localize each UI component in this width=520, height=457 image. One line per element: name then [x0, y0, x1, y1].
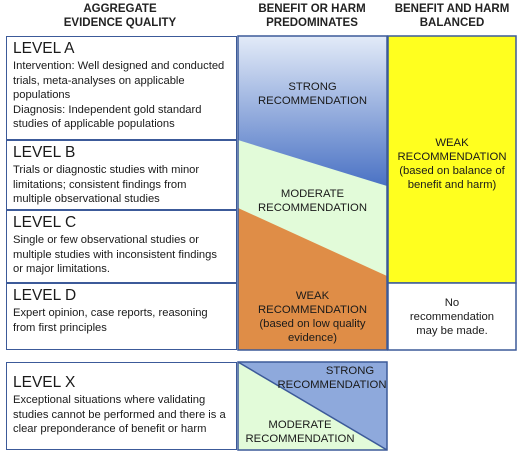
moderate-recommendation-label: MODERATE RECOMMENDATION	[240, 187, 385, 215]
strong-recommendation-label: STRONG RECOMMENDATION	[240, 80, 385, 108]
no-recommendation-region	[387, 282, 517, 351]
label-line: (based on low quality	[259, 318, 366, 330]
level-title: LEVEL B	[13, 144, 76, 161]
level-description-line: populations	[13, 89, 71, 101]
level-d-box: LEVEL D Expert opinion, case reports, re…	[6, 283, 237, 350]
level-title: LEVEL A	[13, 40, 75, 57]
level-a-box: LEVEL A Intervention: Well designed and …	[6, 36, 237, 140]
level-c-box: LEVEL C Single or few observational stud…	[6, 210, 237, 283]
level-description-line: Single or few observational studies or	[13, 234, 199, 246]
level-description-line: trials, meta-analyses on applicable	[13, 74, 185, 87]
header-benefit-harm-balanced: BENEFIT AND HARM BALANCED	[386, 2, 518, 30]
label-line: (based on balance of	[399, 165, 505, 177]
level-description-line: multiple studies with inconsistent findi…	[13, 248, 217, 261]
header-predominates-line: BENEFIT OR HARM	[258, 3, 366, 15]
x-column-border	[237, 361, 388, 451]
level-title: LEVEL D	[13, 287, 77, 304]
x-moderate-label: MODERATE RECOMMENDATION	[240, 418, 360, 446]
label-line: RECOMMENDATION	[258, 202, 367, 214]
weak-low-quality-region	[238, 208, 387, 350]
header-predominates-line: PREDOMINATES	[266, 17, 358, 29]
strong-region	[238, 36, 387, 186]
label-line: benefit and harm)	[407, 179, 497, 191]
x-diagonal	[237, 361, 388, 451]
label-line: RECOMMENDATION	[397, 151, 507, 163]
level-description-line: from first principles	[13, 321, 107, 334]
level-description-line: or major limitations.	[13, 263, 110, 275]
predominates-column-border	[237, 35, 388, 351]
label-line: RECOMMENDATION	[245, 433, 355, 445]
weak-low-quality-label: WEAK RECOMMENDATION (based on low qualit…	[240, 289, 385, 345]
level-description-line: studies of applicable populations	[13, 118, 175, 130]
header-balanced-line: BENEFIT AND HARM	[394, 3, 510, 15]
level-description-line: Expert opinion, case reports, reasoning	[13, 307, 208, 319]
label-line: MODERATE	[280, 188, 345, 200]
level-x-box: LEVEL X Exceptional situations where val…	[6, 362, 237, 450]
header-benefit-harm-predominates: BENEFIT OR HARM PREDOMINATES	[238, 2, 386, 30]
label-line: MODERATE	[268, 419, 332, 431]
level-title: LEVEL C	[13, 214, 77, 231]
label-line: No	[444, 297, 460, 309]
no-recommendation-label: No recommendation may be made.	[389, 296, 515, 338]
level-description-line: Diagnosis: Independent gold standard	[13, 103, 202, 116]
label-line: recommendation	[409, 311, 495, 323]
label-line: WEAK	[435, 137, 469, 149]
level-description-line: Trials or diagnostic studies with minor	[13, 164, 200, 176]
x-strong-label: STRONG RECOMMENDATION	[272, 364, 392, 392]
level-description-line: Intervention: Well designed and conducte…	[13, 60, 225, 72]
level-description-line: limitations; consistent findings from	[13, 178, 187, 191]
label-line: STRONG	[325, 365, 375, 377]
label-line: RECOMMENDATION	[258, 95, 367, 107]
level-description-line: Exceptional situations where validating	[13, 394, 206, 406]
level-description-line: clear preponderance of benefit or harm	[13, 423, 207, 435]
label-line: RECOMMENDATION	[277, 379, 387, 391]
level-description-line: multiple observational studies	[13, 193, 160, 205]
label-line: WEAK	[295, 290, 330, 302]
header-evidence-quality-line: EVIDENCE QUALITY	[63, 17, 177, 29]
level-description-line: studies cannot be performed and there is…	[13, 408, 226, 421]
header-balanced-line: BALANCED	[419, 17, 485, 29]
header-evidence-quality-line: AGGREGATE	[83, 3, 157, 15]
label-line: may be made.	[416, 325, 488, 337]
label-line: RECOMMENDATION	[258, 304, 367, 316]
header-evidence-quality: AGGREGATE EVIDENCE QUALITY	[40, 2, 200, 30]
label-line: STRONG	[288, 81, 337, 93]
level-b-box: LEVEL B Trials or diagnostic studies wit…	[6, 140, 237, 210]
weak-balance-label: WEAK RECOMMENDATION (based on balance of…	[389, 136, 515, 192]
level-title: LEVEL X	[13, 374, 76, 391]
weak-balance-region	[387, 35, 517, 284]
label-line: evidence)	[288, 332, 337, 344]
